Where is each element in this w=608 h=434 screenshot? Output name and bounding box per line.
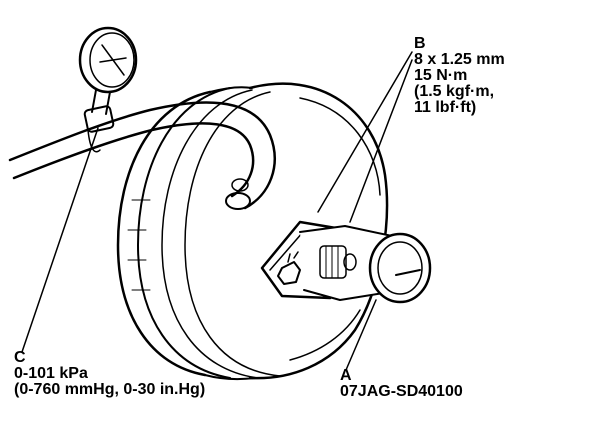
callout-b-torque-lbf: 11 lbf·ft) [414,99,477,116]
vacuum-gauge [78,26,138,153]
callout-c-letter: C [14,349,26,366]
leader-c [21,127,99,353]
callout-c-range-kpa: 0-101 kPa [14,365,88,382]
callout-b: B 8 x 1.25 mm 15 N·m (1.5 kgf·m, 11 lbf·… [414,36,505,116]
callout-a-part-number: 07JAG-SD40100 [340,383,463,400]
callout-a: A 07JAG-SD40100 [340,368,463,400]
callout-b-letter: B [414,35,426,52]
vacuum-hose [8,101,276,210]
leader-b [317,51,413,213]
leader-b-2 [349,59,413,223]
callout-b-torque-kgf: (1.5 kgf·m, [414,83,495,100]
callout-a-letter: A [340,367,352,384]
callout-b-bolt-size: 8 x 1.25 mm [414,51,505,68]
callout-c: C 0-101 kPa (0-760 mmHg, 0-30 in.Hg) [14,350,205,398]
callout-c-range-mmhg: (0-760 mmHg, 0-30 in.Hg) [14,381,206,398]
booster-bracket-tool [260,220,432,304]
callout-b-torque: 15 N·m [414,67,468,84]
leader-a [345,299,377,371]
leader-lines [21,51,413,371]
